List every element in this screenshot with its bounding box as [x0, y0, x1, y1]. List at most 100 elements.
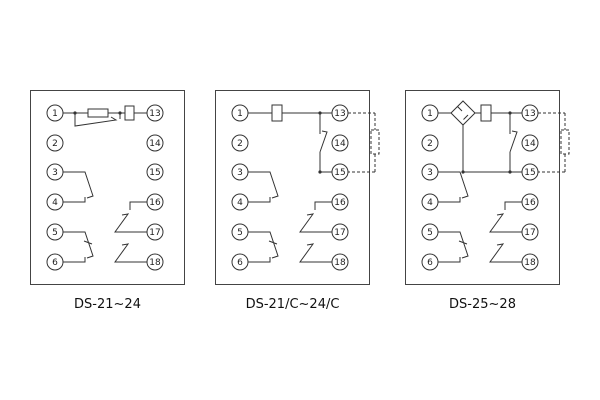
- wiring-3: [438, 100, 570, 263]
- svg-text:14: 14: [334, 139, 346, 149]
- terminal-5: 5: [46, 223, 64, 241]
- terminal-3: 3: [46, 163, 64, 181]
- svg-text:14: 14: [149, 139, 161, 149]
- terminal-18: 18: [521, 253, 539, 271]
- internal-contact-13-15: [509, 113, 518, 172]
- svg-text:3: 3: [237, 168, 243, 178]
- terminal-17: 17: [331, 223, 349, 241]
- terminal-3: 3: [421, 163, 439, 181]
- svg-text:18: 18: [334, 258, 346, 268]
- external-resistor: [370, 129, 380, 155]
- svg-text:1: 1: [427, 109, 433, 119]
- terminal-5: 5: [231, 223, 249, 241]
- terminal-2: 2: [46, 134, 64, 152]
- svg-text:4: 4: [52, 198, 58, 208]
- terminal-13: 13: [146, 104, 164, 122]
- contact-16-17-18: [299, 201, 332, 263]
- junction-dot: [461, 170, 465, 174]
- terminal-4: 4: [421, 193, 439, 211]
- junction-dot: [318, 170, 322, 174]
- terminal-13: 13: [331, 104, 349, 122]
- terminal-16: 16: [521, 193, 539, 211]
- svg-text:13: 13: [524, 109, 535, 119]
- svg-text:15: 15: [334, 168, 345, 178]
- svg-text:4: 4: [237, 198, 243, 208]
- internal-contact-13-15: [319, 113, 328, 172]
- terminal-15: 15: [146, 163, 164, 181]
- terminal-18: 18: [331, 253, 349, 271]
- svg-text:5: 5: [237, 228, 243, 238]
- capacitor: [124, 105, 135, 121]
- bridge-return-wire: [462, 125, 522, 173]
- svg-text:13: 13: [334, 109, 345, 119]
- terminal-3: 3: [231, 163, 249, 181]
- terminals-left-1: 1 2 3 4 5 6: [46, 104, 64, 271]
- svg-text:16: 16: [149, 198, 161, 208]
- svg-text:18: 18: [524, 258, 536, 268]
- svg-text:15: 15: [149, 168, 160, 178]
- svg-text:5: 5: [427, 228, 433, 238]
- coil: [480, 104, 492, 122]
- terminal-17: 17: [146, 223, 164, 241]
- wiring-diagram-2: 1 2 3 4 5 6 13 14 15 16 17 18: [215, 90, 380, 285]
- relay-panel-3: 1 2 3 4 5 6 13 14 15 16 17 18 DS-25~28: [405, 90, 590, 312]
- terminal-6: 6: [421, 253, 439, 271]
- svg-text:18: 18: [149, 258, 161, 268]
- svg-text:15: 15: [524, 168, 535, 178]
- relay-panel-1: 1 2 3 4 5 6 13 14 15 16 17 18 DS-21~24: [30, 90, 215, 312]
- terminal-1: 1: [421, 104, 439, 122]
- svg-text:17: 17: [149, 228, 160, 238]
- contact-5-6: [438, 231, 469, 263]
- svg-text:16: 16: [334, 198, 346, 208]
- terminal-16: 16: [331, 193, 349, 211]
- svg-text:2: 2: [427, 139, 433, 149]
- wiring-1: [63, 105, 147, 263]
- terminals-left-2: 1 2 3 4 5 6: [231, 104, 249, 271]
- terminals-right-3: 13 14 15 16 17 18: [521, 104, 539, 271]
- junction-dot: [73, 111, 77, 115]
- svg-text:14: 14: [524, 139, 536, 149]
- terminal-4: 4: [231, 193, 249, 211]
- terminal-6: 6: [46, 253, 64, 271]
- enclosure-outline: [405, 90, 560, 285]
- junction-dot: [508, 170, 512, 174]
- terminals-right-2: 13 14 15 16 17 18: [331, 104, 349, 271]
- terminal-1: 1: [46, 104, 64, 122]
- svg-text:1: 1: [52, 109, 58, 119]
- resistor: [87, 108, 109, 118]
- contact-5-6: [248, 231, 279, 263]
- junction-dot: [508, 111, 512, 115]
- terminal-1: 1: [231, 104, 249, 122]
- terminal-14: 14: [331, 134, 349, 152]
- svg-text:6: 6: [237, 258, 243, 268]
- terminal-14: 14: [146, 134, 164, 152]
- terminal-15: 15: [331, 163, 349, 181]
- svg-text:1: 1: [237, 109, 243, 119]
- contact-3-4: [63, 171, 94, 203]
- svg-text:16: 16: [524, 198, 536, 208]
- panel-label: DS-21/C~24/C: [245, 297, 340, 312]
- enclosure-outline: [30, 90, 185, 285]
- svg-text:13: 13: [149, 109, 160, 119]
- terminal-16: 16: [146, 193, 164, 211]
- terminal-4: 4: [46, 193, 64, 211]
- bridge-diode-marks: [457, 106, 469, 120]
- junction-dot: [318, 111, 322, 115]
- terminal-14: 14: [521, 134, 539, 152]
- svg-text:6: 6: [52, 258, 58, 268]
- external-resistor: [560, 129, 570, 155]
- terminal-2: 2: [421, 134, 439, 152]
- terminal-6: 6: [231, 253, 249, 271]
- junction-dot: [118, 111, 122, 115]
- contact-16-17-18: [489, 201, 522, 263]
- contact-3-4: [438, 171, 469, 203]
- terminals-right-1: 13 14 15 16 17 18: [146, 104, 164, 271]
- wiring-diagram-3: 1 2 3 4 5 6 13 14 15 16 17 18: [405, 90, 570, 285]
- contact-5-6: [63, 231, 94, 263]
- svg-text:17: 17: [334, 228, 345, 238]
- terminal-13: 13: [521, 104, 539, 122]
- svg-text:2: 2: [237, 139, 243, 149]
- terminal-15: 15: [521, 163, 539, 181]
- rectifier-bridge: [450, 100, 476, 126]
- terminal-2: 2: [231, 134, 249, 152]
